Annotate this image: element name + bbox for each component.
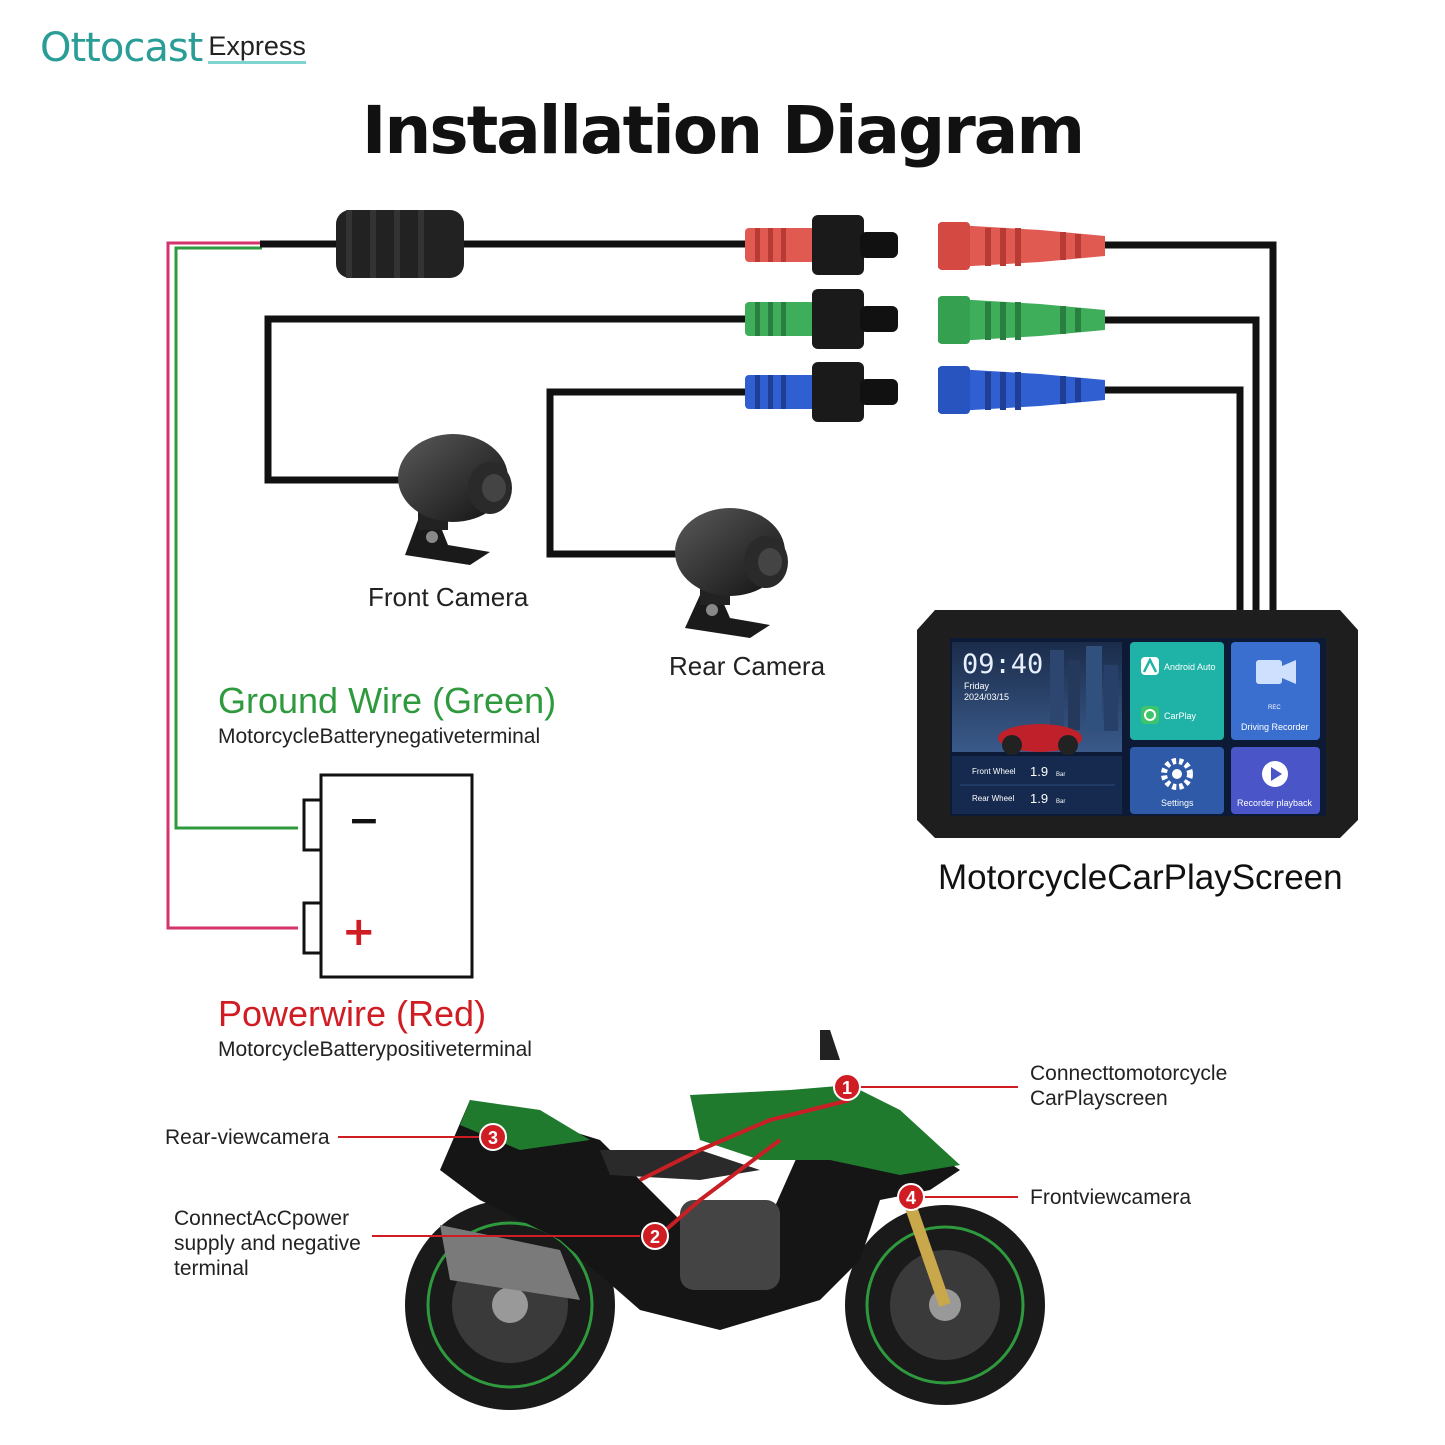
callout-1-line1: Connecttomotorcycle bbox=[1030, 1062, 1228, 1085]
power-wire-title: Powerwire (Red) bbox=[218, 993, 487, 1034]
callout-1-line2: CarPlayscreen bbox=[1030, 1087, 1168, 1110]
battery-positive-symbol: + bbox=[342, 909, 376, 955]
marker-3: 3 bbox=[479, 1123, 507, 1151]
brand-logo: Ottocast Express bbox=[40, 28, 306, 68]
marker-1-label: 1 bbox=[842, 1078, 852, 1098]
connector-green-male bbox=[745, 289, 898, 349]
callout-2-line2: supply and negative bbox=[174, 1232, 361, 1255]
marker-2: 2 bbox=[641, 1222, 669, 1250]
connector-blue-male bbox=[745, 362, 898, 422]
front-wheel-label: Front Wheel bbox=[972, 767, 1016, 776]
screen-label: MotorcycleCarPlayScreen bbox=[938, 858, 1343, 897]
main-power-cable bbox=[260, 210, 760, 278]
rear-camera-icon bbox=[675, 508, 788, 638]
rear-camera-label: Rear Camera bbox=[669, 651, 826, 681]
callout-2: ConnectAcCpower supply and negative term… bbox=[174, 1206, 361, 1281]
callout-1: Connecttomotorcycle CarPlayscreen bbox=[1030, 1061, 1227, 1111]
front-wheel-value: 1.9 bbox=[1030, 764, 1048, 779]
callout-2-line3: terminal bbox=[174, 1257, 249, 1280]
rear-camera-cable bbox=[546, 388, 760, 558]
connector-blue-female bbox=[938, 366, 1105, 414]
app-recorder-playback[interactable]: Recorder playback bbox=[1237, 798, 1313, 808]
brand-suffix: Express bbox=[208, 33, 306, 64]
connector-red-female bbox=[938, 222, 1105, 270]
callout-2-line1: ConnectAcCpower bbox=[174, 1207, 350, 1230]
front-camera-label: Front Camera bbox=[368, 582, 529, 612]
app-android-auto[interactable]: Android Auto bbox=[1164, 662, 1216, 672]
rear-wheel-label: Rear Wheel bbox=[972, 794, 1014, 803]
connector-green-female bbox=[938, 296, 1105, 344]
app-settings[interactable]: Settings bbox=[1161, 798, 1194, 808]
callout-lines bbox=[338, 1086, 1018, 1237]
marker-1: 1 bbox=[833, 1073, 861, 1101]
motorcycle-illustration bbox=[405, 1030, 1045, 1410]
power-wire-desc: MotorcycleBatterypositiveterminal bbox=[218, 1038, 532, 1061]
callout-4: Frontviewcamera bbox=[1030, 1186, 1192, 1209]
ground-wire-desc: MotorcycleBatterynegativeterminal bbox=[218, 725, 541, 748]
battery-icon bbox=[302, 773, 474, 979]
marker-4: 4 bbox=[897, 1183, 925, 1211]
ground-wire-title: Ground Wire (Green) bbox=[218, 680, 557, 721]
rear-wheel-value: 1.9 bbox=[1030, 791, 1048, 806]
screen-time: 09:40 bbox=[962, 649, 1043, 680]
front-wheel-unit: Bar bbox=[1056, 772, 1065, 778]
screen-date: 2024/03/15 bbox=[964, 692, 1009, 702]
app-driving-recorder[interactable]: Driving Recorder bbox=[1241, 722, 1309, 732]
marker-4-label: 4 bbox=[906, 1188, 916, 1208]
marker-3-label: 3 bbox=[488, 1128, 498, 1148]
brand-name: Ottocast bbox=[40, 25, 203, 71]
ground-wire bbox=[174, 246, 298, 830]
page-title: Installation Diagram bbox=[361, 92, 1085, 169]
app-carplay[interactable]: CarPlay bbox=[1164, 711, 1197, 721]
rear-wheel-unit: Bar bbox=[1056, 799, 1065, 805]
screen-day: Friday bbox=[964, 681, 990, 691]
rec-badge: REC bbox=[1268, 705, 1281, 711]
power-wire bbox=[166, 241, 298, 930]
connector-red-male bbox=[745, 215, 898, 275]
battery-negative-symbol: − bbox=[348, 798, 380, 842]
front-camera-icon bbox=[398, 434, 512, 565]
screen-cables bbox=[1100, 241, 1277, 612]
callout-3: Rear-viewcamera bbox=[165, 1126, 330, 1149]
marker-2-label: 2 bbox=[650, 1227, 660, 1247]
front-camera-cable bbox=[264, 315, 760, 484]
carplay-screen-device bbox=[917, 610, 1358, 838]
